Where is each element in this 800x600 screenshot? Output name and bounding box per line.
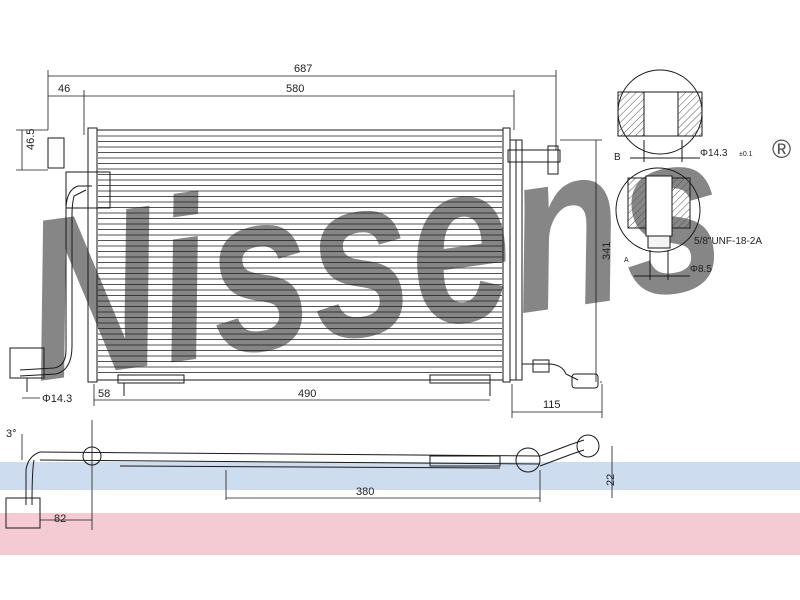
inlet-pipe: [19, 185, 92, 371]
left-header-tank: [87, 127, 98, 383]
registered-mark: ®: [772, 134, 791, 164]
detail-a-thread-spec: 5/8"UNF-18-2A: [694, 236, 762, 247]
side-right-fitting: [515, 447, 541, 473]
front-view: [9, 127, 599, 396]
dim-right-depth: 115: [543, 399, 561, 411]
dim-bottom-span: 490: [298, 388, 316, 400]
dim-height: 341: [601, 242, 613, 260]
side-view: [5, 434, 600, 529]
dim-left-offset: 46: [58, 83, 70, 95]
detail-a-bore: [645, 175, 673, 237]
detail-a-label: A: [624, 257, 629, 264]
detail-a-thread: [647, 235, 671, 249]
detail-b-diameter: Φ14.3: [700, 148, 728, 159]
detail-b-tolerance: ±0.1: [739, 151, 753, 158]
detail-a-circle: [615, 167, 701, 253]
side-outlet-fitting: [576, 434, 600, 458]
dim-bottom-left: 58: [98, 388, 110, 400]
dim-core-width: 580: [286, 83, 304, 95]
detail-a: [615, 167, 701, 280]
outlet-fitting: [571, 373, 599, 389]
dim-side-angle: 3°: [6, 428, 17, 440]
core-fins: [98, 135, 502, 373]
side-left-mount: [5, 497, 41, 529]
detail-b: [617, 69, 703, 162]
detail-a-diameter: Φ8.5: [690, 264, 712, 275]
front-dimensions: [16, 70, 603, 418]
dim-side-span: 380: [356, 486, 374, 498]
outlet-pipe: [522, 363, 579, 381]
dim-left-height: 46.5: [25, 129, 37, 150]
bottom-rail: [117, 374, 185, 384]
inlet-flange: [65, 171, 111, 209]
side-dimensions: [21, 420, 613, 530]
dim-pipe-diameter: Φ14.3: [42, 393, 72, 405]
dim-side-height: 22: [605, 474, 617, 486]
detail-b-bore: [643, 91, 679, 137]
side-outlet-pipe: [539, 439, 585, 457]
detail-b-label: B: [614, 152, 621, 163]
band-red: [0, 513, 800, 555]
dim-overall-width: 687: [294, 63, 312, 75]
dim-side-offset: 82: [54, 513, 66, 525]
top-right-bracket: [507, 149, 561, 163]
band-blue: [0, 462, 800, 490]
side-core: [429, 455, 501, 467]
